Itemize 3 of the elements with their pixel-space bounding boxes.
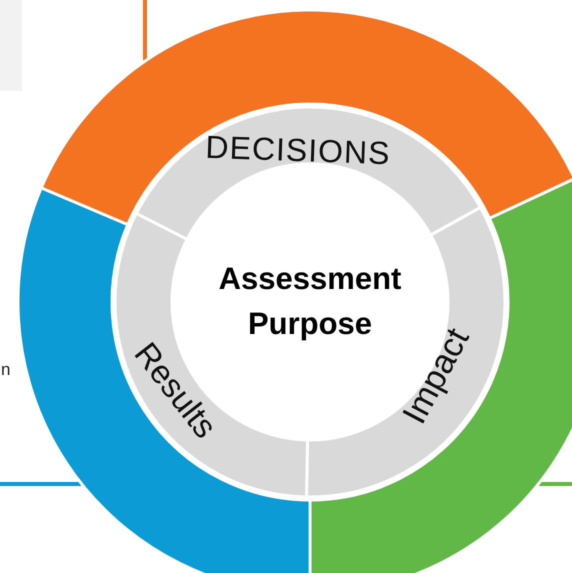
center-label: Assessment Purpose: [218, 260, 402, 343]
segment-label: DECISIONS: [204, 130, 392, 170]
cut-off-text: n: [1, 360, 10, 380]
